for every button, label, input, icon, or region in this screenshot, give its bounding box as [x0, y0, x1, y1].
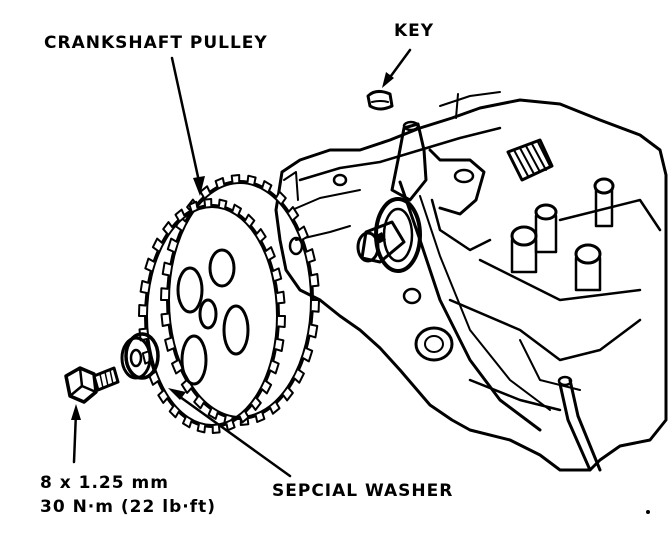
pulley-tooth — [250, 397, 262, 411]
pulley-tooth — [225, 420, 236, 432]
bolt-icon — [64, 366, 120, 404]
pulley-tooth — [305, 248, 316, 264]
pulley-tooth — [230, 174, 241, 183]
pulley-tooth — [166, 237, 178, 253]
pulley-tooth — [139, 280, 150, 295]
pulley-tooth — [164, 336, 175, 352]
pulley-tooth — [254, 411, 266, 423]
pulley-tooth — [168, 405, 180, 419]
pulley-tooth — [260, 379, 273, 395]
pulley-tooth — [276, 290, 286, 305]
pulley-tooth — [207, 407, 219, 420]
pulley-tooth — [214, 177, 226, 189]
pulley-tooth — [238, 410, 250, 424]
pulley-tooth — [188, 200, 199, 212]
pulley-tooth — [261, 180, 273, 193]
pulley-tooth — [162, 221, 174, 235]
pulley-tooth — [196, 423, 207, 434]
pulley-tooth — [211, 425, 221, 434]
pulley-tooth — [171, 359, 183, 375]
pulley-tooth — [157, 389, 169, 404]
pulley-tooth — [275, 190, 287, 205]
pulley-tooth — [269, 401, 281, 415]
pulley-tooth — [199, 185, 211, 199]
pulley-tooth — [231, 203, 242, 216]
pulley-tooth — [193, 395, 205, 410]
bolt-size-label: 8 x 1.25 mm — [40, 473, 169, 493]
bolt-leader-arrow — [71, 404, 81, 464]
key-label: KEY — [394, 21, 434, 41]
pulley-tooth — [302, 347, 314, 363]
engine-block-icon — [274, 91, 668, 472]
pulley-tooth — [160, 312, 170, 327]
pulley-tooth — [310, 273, 320, 288]
pulley-tooth — [161, 261, 172, 277]
pulley-tooth — [174, 208, 186, 222]
pulley-tooth — [244, 213, 256, 227]
stud-icon — [506, 138, 554, 182]
bolt-torque-label: 30 N·m (22 lb·ft) — [40, 497, 216, 517]
pulley-tooth — [293, 368, 305, 384]
pulley-tooth — [246, 174, 257, 185]
corner-mark — [646, 510, 650, 514]
pulley-tooth — [182, 416, 193, 429]
pulley-tooth — [255, 228, 267, 243]
pulley-tooth — [269, 359, 280, 375]
pulley-tooth — [282, 387, 294, 402]
crankshaft-pulley-label: CRANKSHAFT PULLEY — [44, 33, 268, 53]
pulley-tooth — [144, 257, 155, 273]
pulley-tooth — [287, 206, 300, 221]
special-washer-label: SEPCIAL WASHER — [272, 481, 453, 501]
pulley-tooth — [203, 198, 213, 207]
pulley-tooth — [297, 225, 309, 241]
washer-leader-arrow — [168, 388, 292, 478]
pulley-leader-arrow — [170, 56, 205, 196]
pulley-tooth — [217, 198, 228, 209]
pulley-tooth — [277, 315, 286, 328]
pulley-tooth — [271, 267, 283, 282]
pulley-tooth — [311, 299, 320, 313]
crankshaft-pulley-icon — [138, 174, 320, 434]
special-washer-icon — [120, 332, 160, 380]
key-icon — [366, 89, 394, 111]
pulley-tooth — [160, 287, 169, 301]
pulley-tooth — [308, 323, 319, 339]
pulley-tooth — [151, 237, 164, 253]
pulley-tooth — [264, 246, 276, 261]
pulley-tooth — [274, 337, 285, 352]
key-leader-arrow — [382, 48, 412, 88]
pulley-tooth — [138, 304, 147, 317]
pulley-tooth — [180, 379, 193, 394]
